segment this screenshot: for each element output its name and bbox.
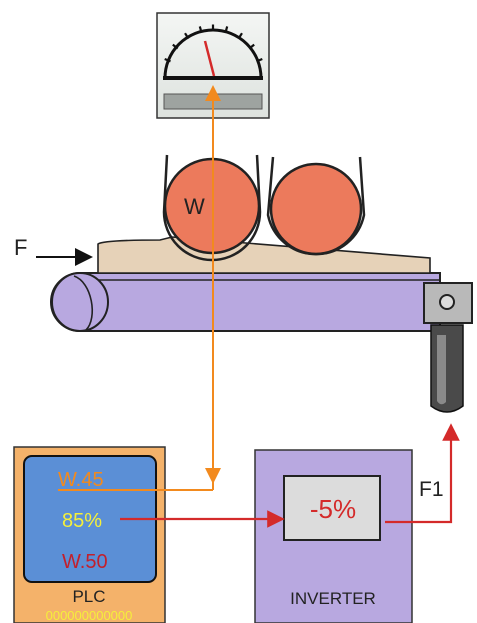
inverter-output-label: F1 bbox=[419, 478, 444, 501]
plc-status-digits: 000000000000 bbox=[46, 608, 133, 623]
conveyor-belt bbox=[50, 272, 441, 332]
roller-right bbox=[266, 156, 366, 256]
feed-sheet bbox=[97, 236, 431, 274]
plc-label: PLC bbox=[72, 587, 105, 606]
conveyor-left-roller bbox=[51, 272, 109, 332]
motor-shaft bbox=[439, 294, 455, 310]
motor-body bbox=[430, 324, 464, 413]
drive-motor bbox=[423, 282, 473, 413]
gauge-ticks bbox=[164, 24, 263, 63]
gauge-needle bbox=[203, 40, 216, 77]
roller-right-bracket bbox=[266, 156, 366, 256]
inverter-to-motor-arrow bbox=[385, 423, 460, 524]
conveyor bbox=[50, 272, 441, 332]
orange-signal-line bbox=[58, 85, 221, 491]
gauge-dial bbox=[163, 24, 263, 80]
plc-line-percent: 85% bbox=[62, 510, 102, 532]
plc-line-w45: W.45 bbox=[58, 469, 104, 491]
weight-label: W bbox=[184, 194, 205, 219]
feed-label: F bbox=[14, 235, 27, 260]
plc-unit bbox=[13, 446, 166, 623]
inverter-label: INVERTER bbox=[290, 589, 376, 608]
inverter-unit bbox=[254, 449, 413, 623]
plc-line-w50: W.50 bbox=[62, 551, 108, 573]
inverter-display bbox=[283, 475, 381, 541]
inverter-percent-readout: -5% bbox=[310, 494, 356, 524]
